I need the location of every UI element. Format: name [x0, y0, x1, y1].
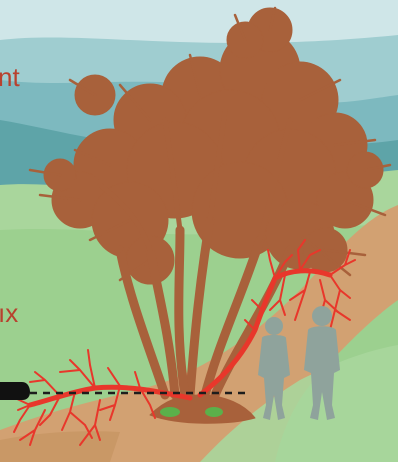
cropped-label-middle: ıx: [0, 300, 18, 326]
cropped-label-top: nt: [0, 64, 20, 90]
edge-object: [0, 382, 30, 400]
